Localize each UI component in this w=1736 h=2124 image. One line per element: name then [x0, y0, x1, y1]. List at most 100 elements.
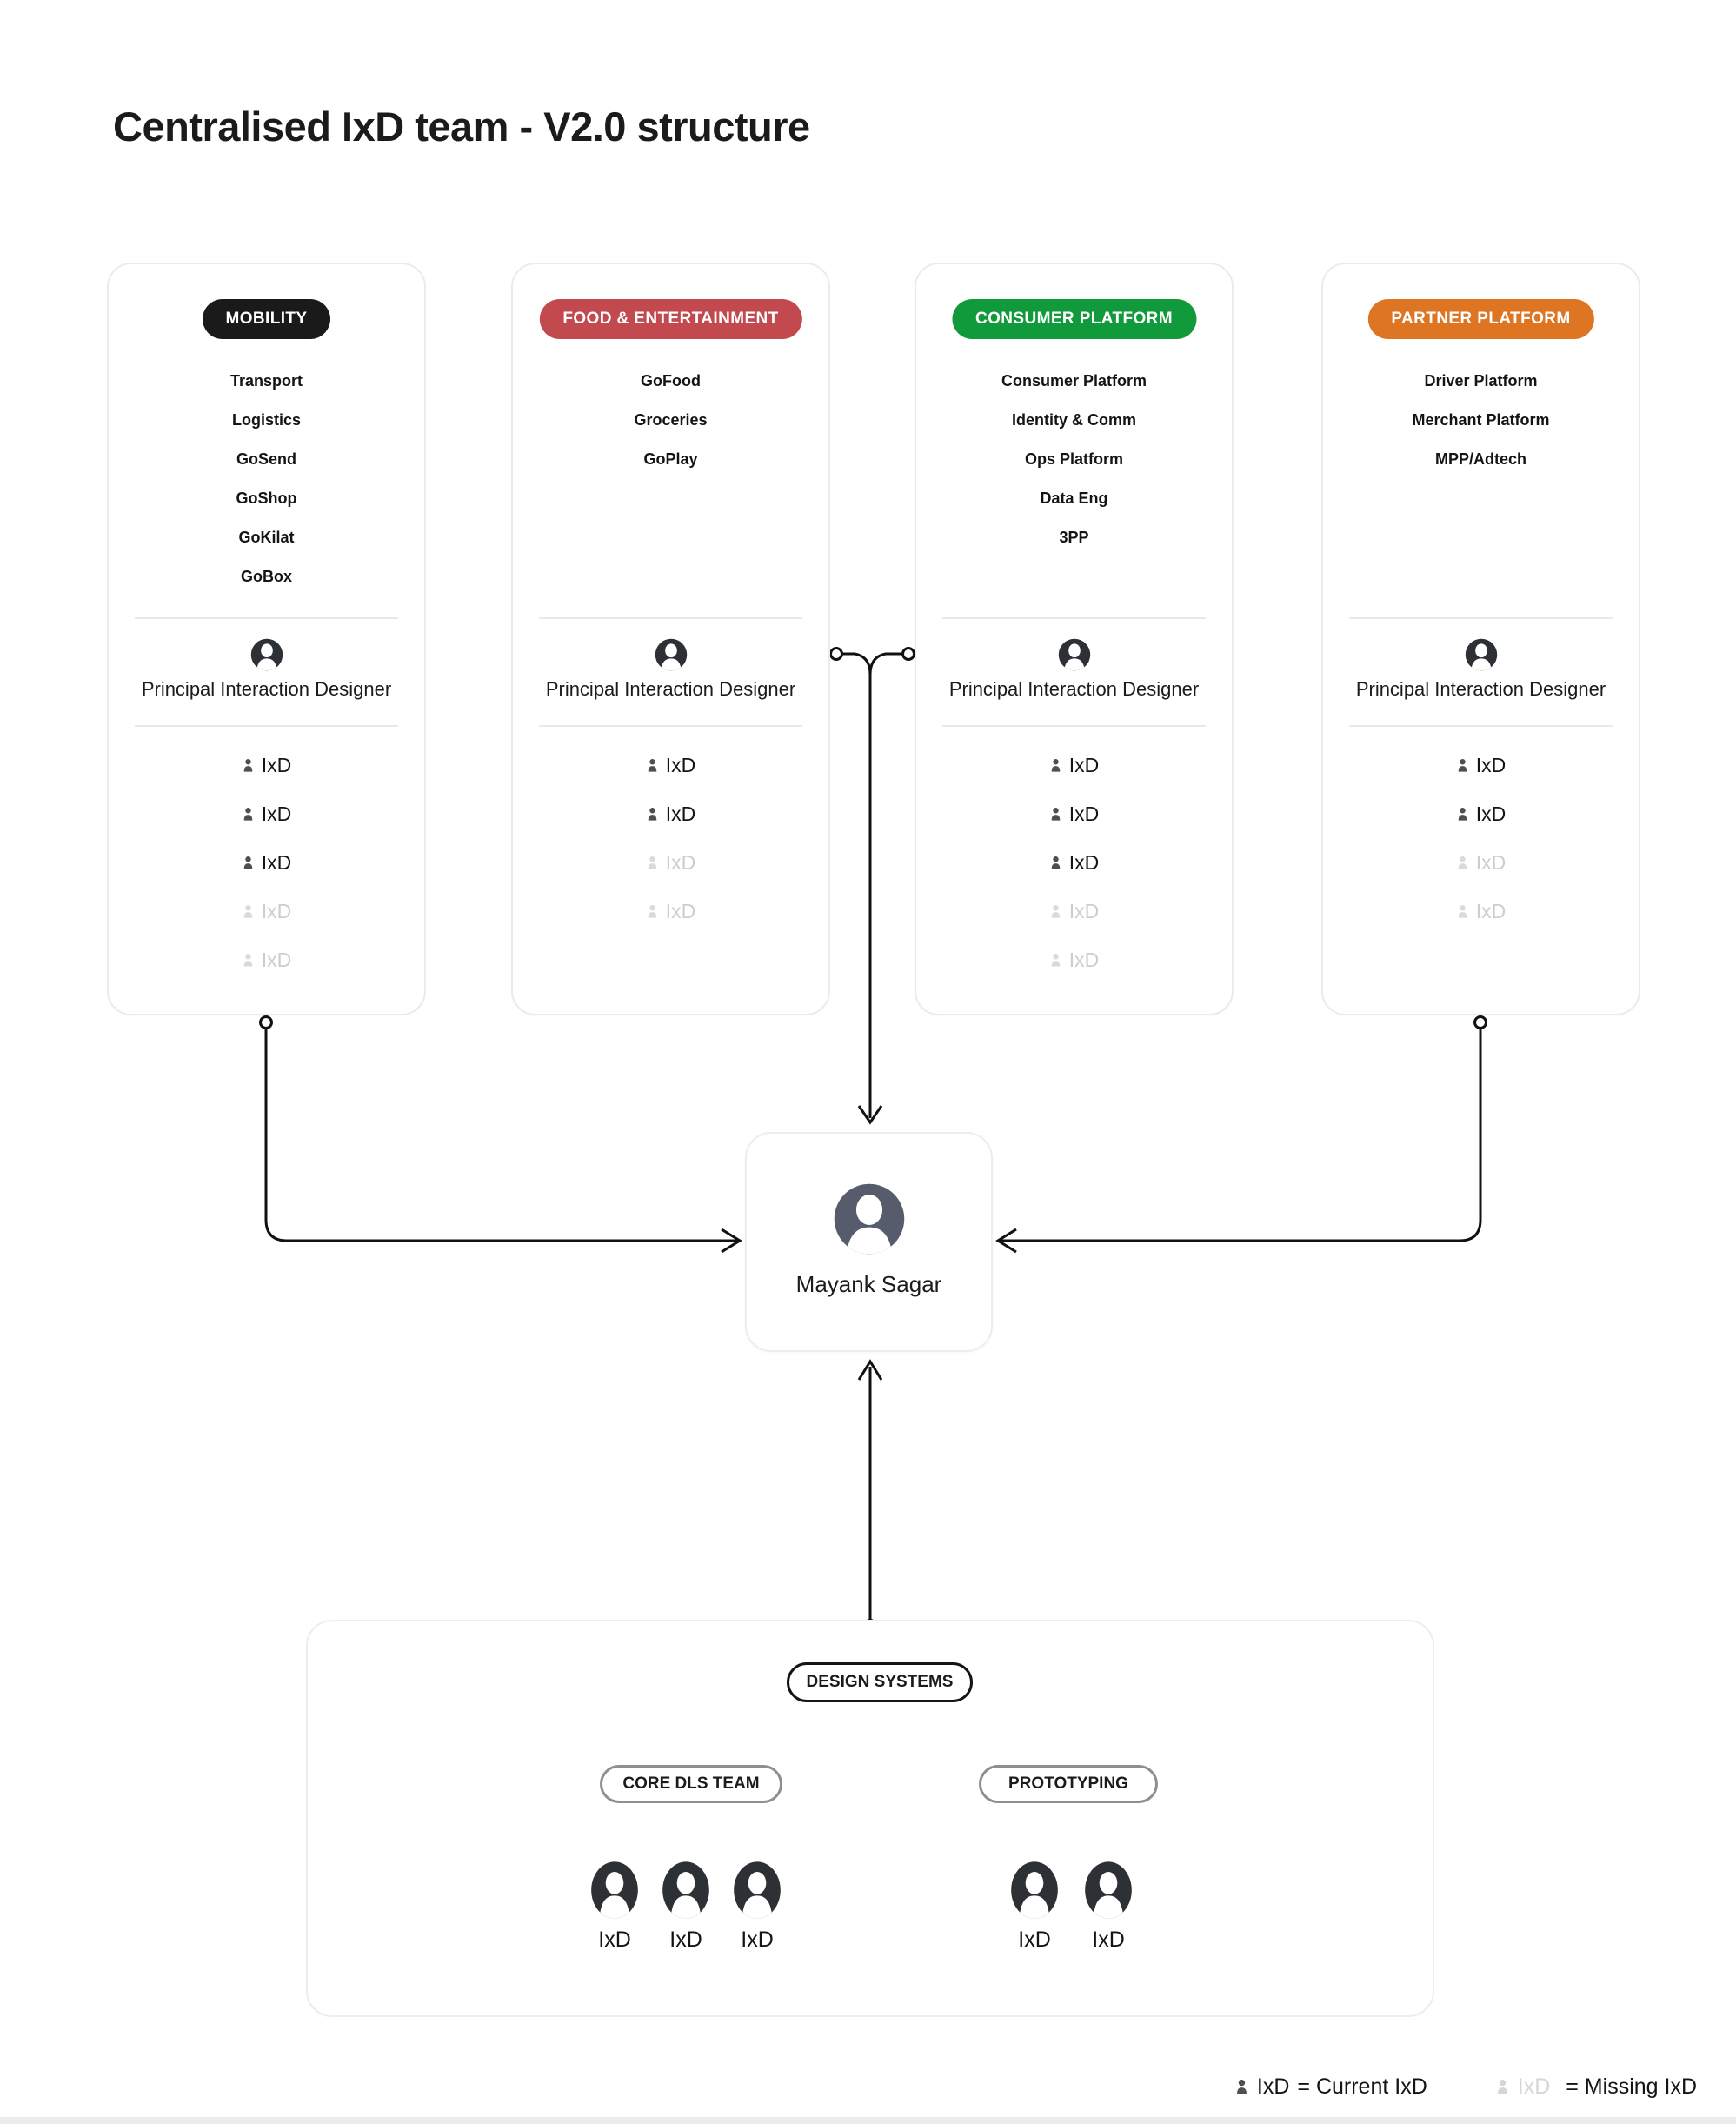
- ixd-row-missing: IxD: [916, 935, 1232, 984]
- ixd-row-current: IxD: [916, 838, 1232, 887]
- ixd-row-current: IxD: [1323, 789, 1639, 838]
- ixd-row-missing: IxD: [513, 887, 828, 935]
- divider: [1349, 617, 1613, 619]
- ixd-label: IxD: [1068, 753, 1100, 776]
- ixd-list: IxD IxD IxD IxD: [1323, 741, 1639, 935]
- ixd-row-current: IxD: [109, 838, 424, 887]
- junction-dot: [1473, 1015, 1487, 1029]
- design-systems-card: DESIGN SYSTEMS CORE DLS TEAM PROTOTYPING…: [306, 1620, 1434, 2017]
- legend-missing-desc: = Missing IxD: [1566, 2074, 1697, 2099]
- ixd-label: IxD: [261, 948, 292, 971]
- member-label: IxD: [669, 1928, 702, 1952]
- person-icon: [242, 758, 255, 773]
- ixd-label: IxD: [261, 899, 292, 922]
- team-badge: PARTNER PLATFORM: [1367, 299, 1594, 339]
- team-item: Driver Platform: [1424, 372, 1538, 390]
- connector-consumer-to-manager: [868, 652, 902, 676]
- divider: [942, 617, 1206, 619]
- ixd-row-missing: IxD: [513, 838, 828, 887]
- ixd-row-missing: IxD: [109, 935, 424, 984]
- ixd-member: IxD: [590, 1860, 639, 1953]
- team-badge: CONSUMER PLATFORM: [951, 299, 1197, 339]
- ixd-label: IxD: [665, 899, 696, 922]
- avatar-icon: [590, 1860, 639, 1921]
- ixd-label: IxD: [1475, 802, 1507, 825]
- team-lead-title: Principal Interaction Designer: [545, 678, 796, 700]
- manager-card: Mayank Sagar: [745, 1132, 993, 1352]
- avatar-icon: [250, 638, 283, 671]
- legend-current-label: IxD: [1256, 2074, 1290, 2099]
- ixd-row-current: IxD: [1323, 741, 1639, 789]
- prototyping-badge: PROTOTYPING: [979, 1765, 1158, 1803]
- design-systems-badge: DESIGN SYSTEMS: [787, 1662, 973, 1702]
- team-badge: MOBILITY: [202, 299, 331, 339]
- divider: [1349, 725, 1613, 727]
- team-item: Transport: [229, 372, 303, 390]
- person-icon: [242, 856, 255, 870]
- team-lead-title: Principal Interaction Designer: [948, 678, 1200, 700]
- ixd-row-missing: IxD: [916, 887, 1232, 935]
- canvas-bottom-edge: [0, 2117, 1736, 2124]
- legend-current-ixd: IxD = Current IxD: [1234, 2074, 1427, 2100]
- ixd-label: IxD: [665, 802, 696, 825]
- legend-current-desc: = Current IxD: [1297, 2074, 1427, 2099]
- ixd-row-missing: IxD: [1323, 838, 1639, 887]
- team-item: Groceries: [634, 411, 708, 429]
- person-icon: [646, 807, 659, 822]
- person-icon: [1456, 904, 1469, 919]
- arrowhead-up: [857, 1359, 883, 1381]
- person-icon: [646, 904, 659, 919]
- team-item: Logistics: [231, 411, 301, 429]
- team-item: Identity & Comm: [1011, 411, 1136, 429]
- arrowhead-down: [857, 1105, 883, 1125]
- manager-name: Mayank Sagar: [795, 1271, 942, 1297]
- legend-missing-label: IxD: [1517, 2074, 1551, 2099]
- arrowhead-right: [721, 1228, 742, 1254]
- manager-avatar-icon: [833, 1182, 906, 1255]
- team-lead-title: Principal Interaction Designer: [1355, 678, 1606, 700]
- ixd-label: IxD: [1068, 899, 1100, 922]
- person-icon: [1456, 807, 1469, 822]
- avatar-icon: [1010, 1860, 1059, 1921]
- ixd-label: IxD: [1475, 850, 1507, 874]
- legend-missing-ixd: IxD = Missing IxD: [1495, 2074, 1697, 2100]
- ixd-row-missing: IxD: [1323, 887, 1639, 935]
- ixd-label: IxD: [261, 802, 292, 825]
- ixd-label: IxD: [1068, 850, 1100, 874]
- person-icon: [1049, 758, 1062, 773]
- team-item: Ops Platform: [1024, 450, 1124, 468]
- team-item: GoShop: [236, 489, 297, 507]
- divider: [942, 725, 1206, 727]
- person-icon: [1456, 758, 1469, 773]
- team-item: GoFood: [641, 372, 701, 390]
- core-dls-team-badge: CORE DLS TEAM: [600, 1765, 782, 1803]
- person-icon: [1049, 807, 1062, 822]
- team-item: GoKilat: [238, 529, 295, 546]
- person-icon: [1234, 2079, 1249, 2095]
- connector-partner-to-manager: [1000, 1029, 1482, 1242]
- junction-dot: [829, 647, 843, 661]
- ixd-row-current: IxD: [109, 789, 424, 838]
- avatar-icon: [1465, 638, 1498, 671]
- ixd-member: IxD: [662, 1860, 710, 1953]
- avatar-icon: [1058, 638, 1091, 671]
- person-icon: [1456, 856, 1469, 870]
- team-item: GoBox: [240, 568, 292, 585]
- divider: [135, 617, 398, 619]
- avatar-icon: [662, 1860, 710, 1921]
- team-item: Merchant Platform: [1412, 411, 1550, 429]
- person-icon: [1049, 953, 1062, 968]
- person-icon: [646, 758, 659, 773]
